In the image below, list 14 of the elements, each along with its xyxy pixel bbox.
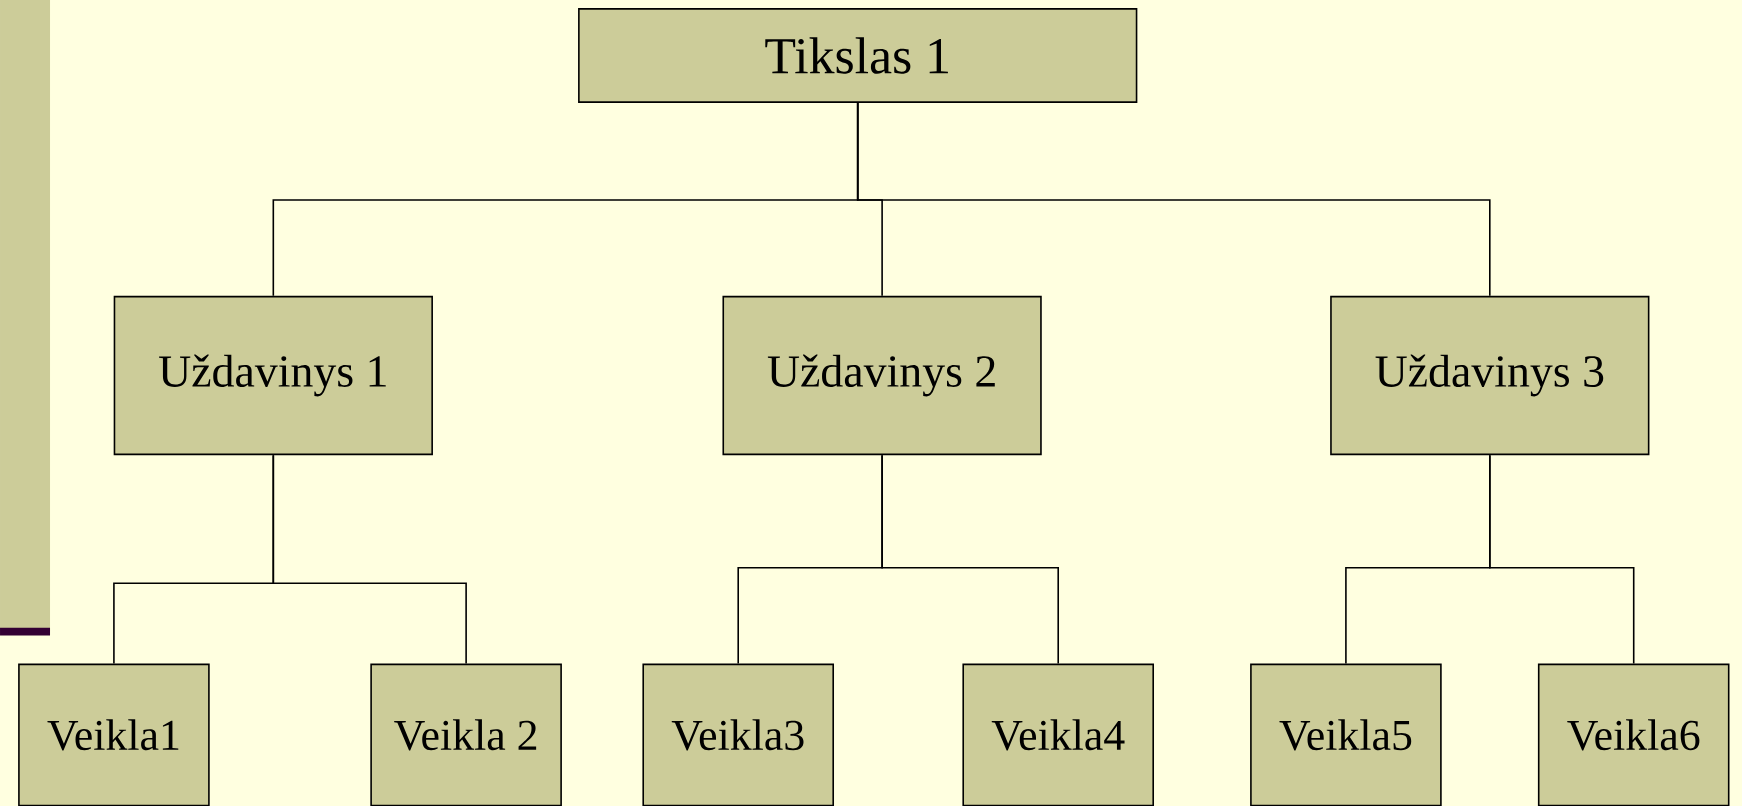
node-box: Uždavinys 1 [113, 295, 433, 456]
connector-line [1489, 454, 1635, 665]
node-box: Veikla1 [18, 663, 210, 806]
node-box: Uždavinys 2 [722, 295, 1042, 456]
node-box: Veikla4 [962, 663, 1154, 806]
connector-line [272, 454, 467, 665]
node-box: Veikla5 [1250, 663, 1442, 806]
node-box: Tikslas 1 [578, 8, 1138, 103]
node-box: Veikla 2 [370, 663, 562, 806]
node-box: Uždavinys 3 [1330, 295, 1650, 456]
connector-line [856, 102, 1491, 297]
connector-line [881, 454, 1059, 665]
node-box: Veikla6 [1537, 663, 1730, 806]
node-box: Veikla3 [642, 663, 834, 806]
